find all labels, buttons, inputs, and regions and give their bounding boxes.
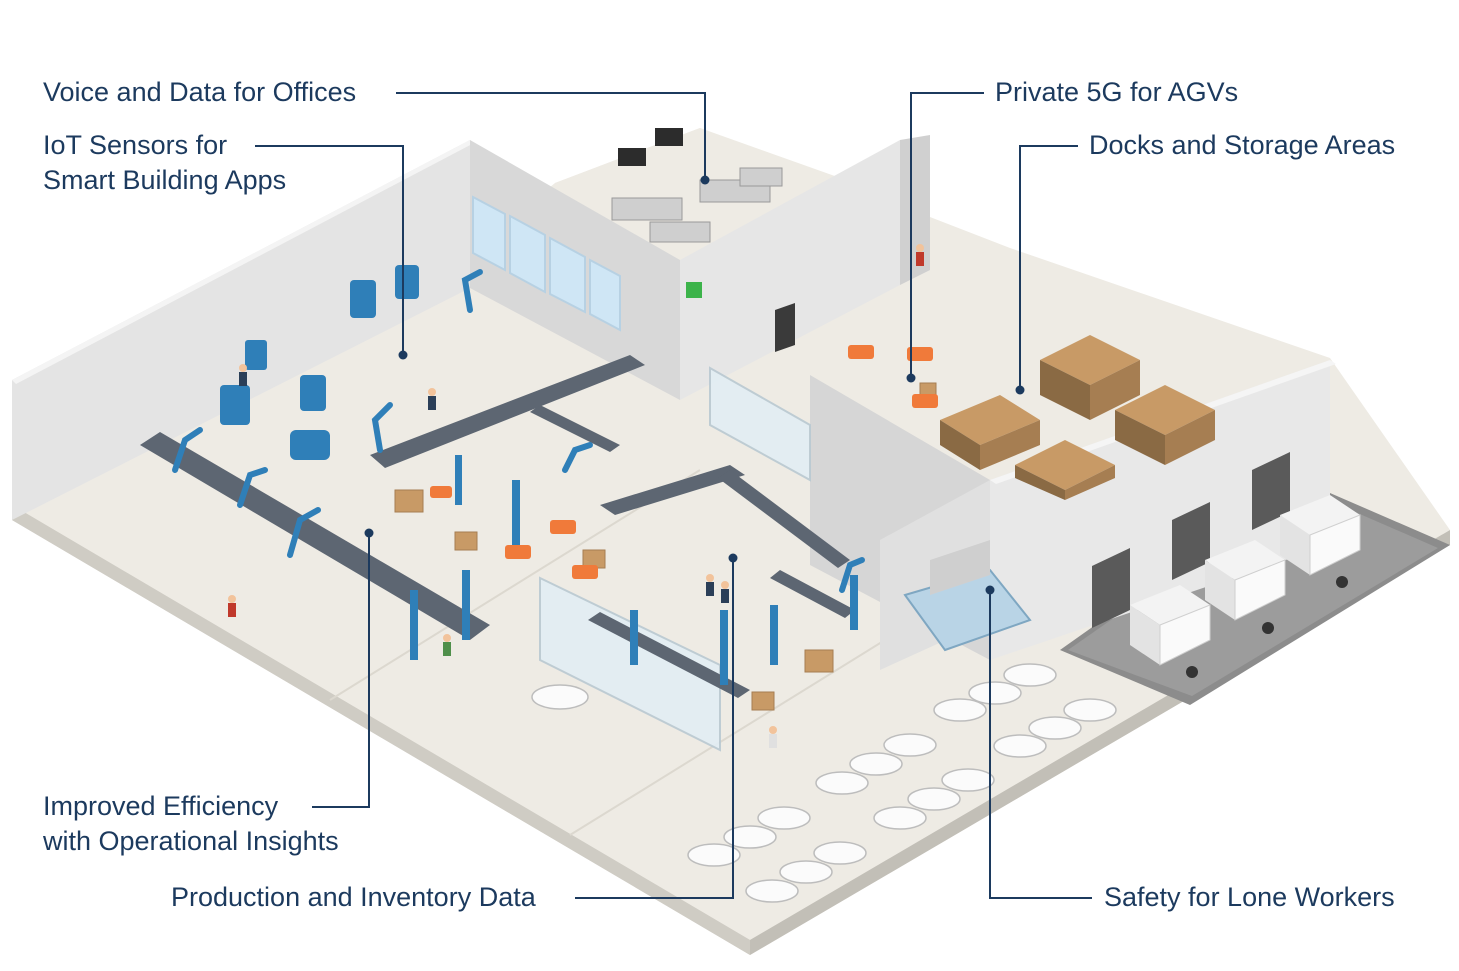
label-iot-sensors-line2: Smart Building Apps (43, 165, 287, 195)
paint-booth (903, 540, 1032, 652)
label-iot-sensors-line1: IoT Sensors for (43, 130, 228, 160)
label-production-inventory: Production and Inventory Data (171, 882, 536, 912)
office-workstations (611, 128, 783, 243)
exit-sign-icon (686, 282, 702, 298)
label-improved-efficiency: Improved Efficiency with Operational Ins… (43, 789, 339, 859)
conveyors (140, 355, 855, 698)
worker-icon (228, 244, 924, 748)
storage-racks (940, 335, 1215, 500)
label-safety-lone-workers: Safety for Lone Workers (1104, 882, 1395, 912)
label-improved-efficiency-line2: with Operational Insights (43, 826, 339, 856)
label-iot-sensors: IoT Sensors for Smart Building Apps (43, 128, 286, 198)
label-docks-storage: Docks and Storage Areas (1089, 130, 1396, 160)
leader-lines (255, 92, 1092, 899)
car-icon (531, 663, 1117, 903)
machines (220, 265, 858, 685)
dock-doors (1092, 452, 1290, 628)
label-voice-data-offices: Voice and Data for Offices (43, 77, 357, 107)
label-private-5g-agvs: Private 5G for AGVs (995, 77, 1239, 107)
boxes (394, 382, 937, 711)
agv-robot-icon (430, 345, 938, 579)
delivery-truck-icon (1130, 495, 1361, 678)
label-improved-efficiency-line1: Improved Efficiency (43, 791, 279, 821)
robot-arm-icon (172, 269, 865, 593)
windows (472, 195, 621, 332)
